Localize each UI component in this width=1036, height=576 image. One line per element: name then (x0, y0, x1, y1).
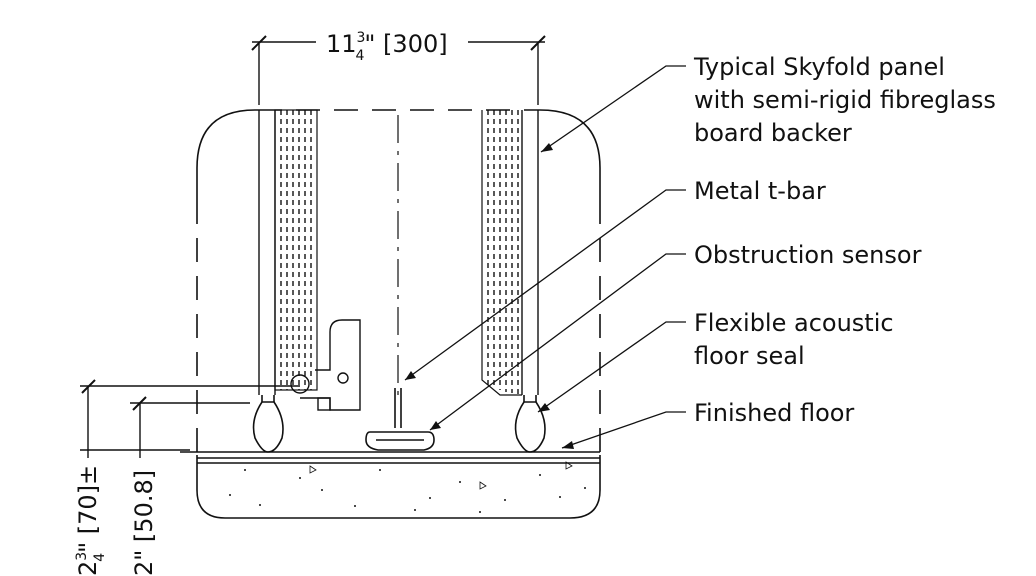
concrete-hatch (229, 461, 586, 513)
leaders (404, 65, 686, 449)
width-dimension (251, 35, 546, 105)
right-panel (481, 110, 539, 396)
callout-sensor: Obstruction sensor (694, 241, 922, 269)
height-sensor-label: 2" [50.8] (130, 470, 158, 576)
callout-panel: Typical Skyfold panel with semi-rigid fi… (693, 53, 1004, 147)
sensor-bracket (290, 319, 361, 411)
left-floor-seal (252, 395, 284, 453)
right-floor-seal (514, 395, 546, 453)
leader-arrowheads (405, 143, 574, 449)
finished-floor (180, 451, 600, 464)
left-panel (258, 109, 318, 395)
callout-floor: Finished floor (694, 399, 854, 427)
callout-seal: Flexible acoustic floor seal (694, 309, 901, 370)
callout-t-bar: Metal t-bar (694, 177, 826, 205)
metal-t-bar (394, 388, 402, 428)
height-dimension-lines (80, 379, 300, 458)
obstruction-sensor (365, 431, 435, 451)
